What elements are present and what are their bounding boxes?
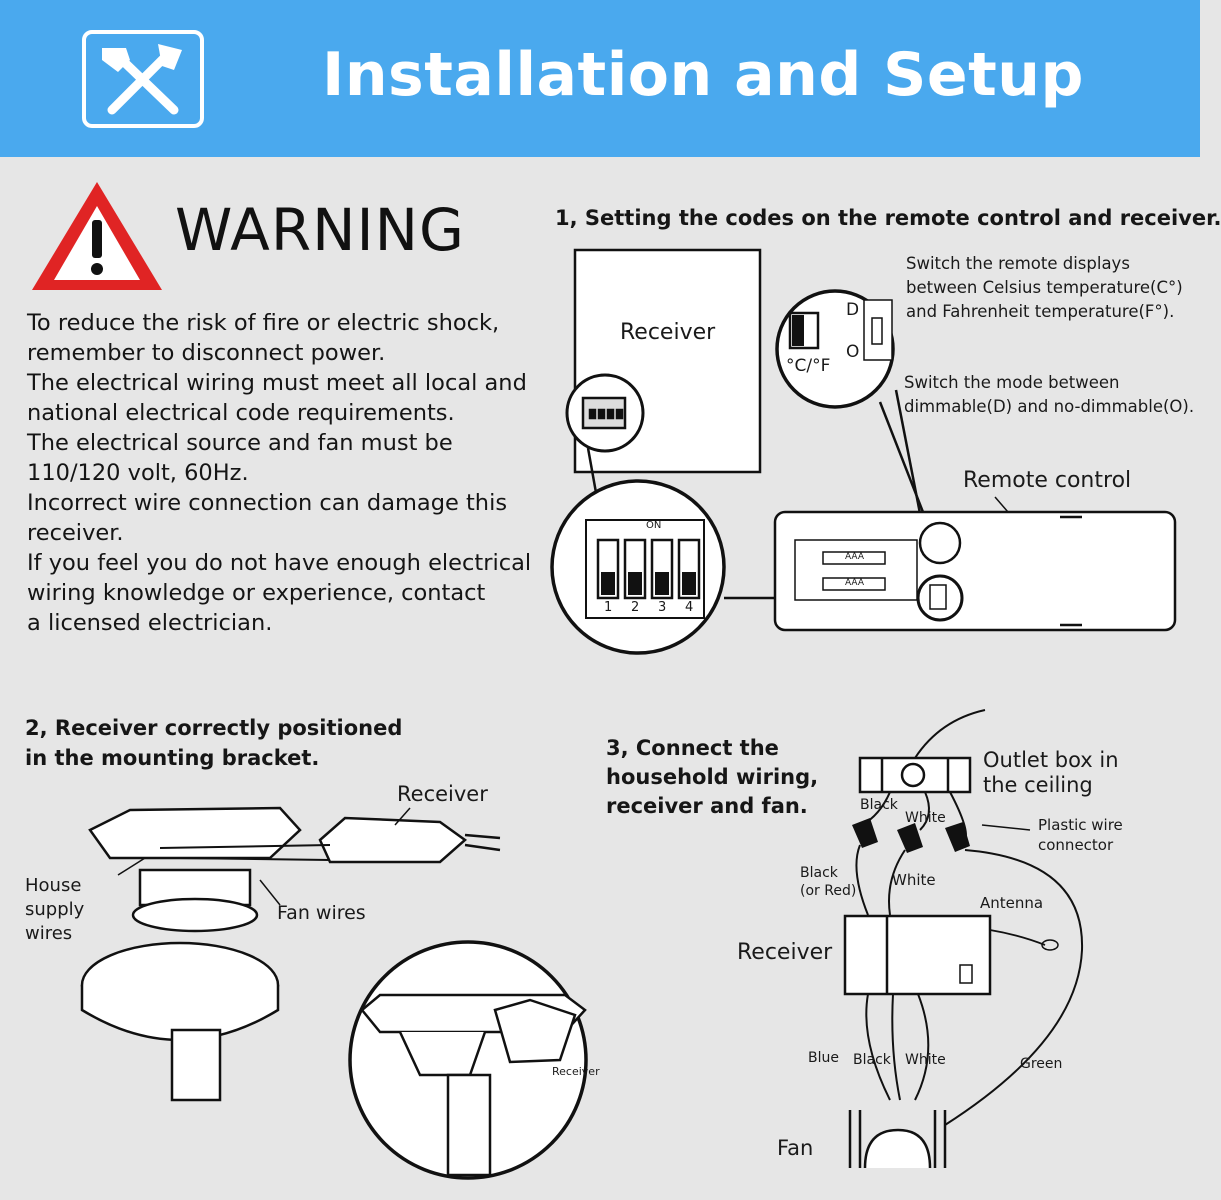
warning-line: remember to disconnect power. [27, 340, 386, 366]
fan-wires-label: Fan wires [277, 902, 366, 924]
warning-text: To reduce the risk of fire or electric s… [27, 308, 537, 638]
outlet-box [858, 756, 972, 794]
warning-line: receiver. [27, 520, 124, 546]
blue-label: Blue [808, 1050, 839, 1066]
warning-line: 110/120 volt, 60Hz. [27, 460, 249, 486]
dip-number: 4 [685, 600, 694, 615]
house-wires-label: House supply wires [25, 874, 84, 946]
temp-switch-note: Switch the remote displays between Celsi… [906, 252, 1183, 324]
title-line: in the mounting bracket. [25, 746, 320, 770]
dip-switch-zoom [550, 479, 726, 655]
remote-control-label: Remote control [963, 468, 1132, 493]
bracket-receiver-label: Receiver [397, 782, 488, 806]
header-banner: Installation and Setup [0, 0, 1200, 157]
warning-triangle-icon [32, 182, 162, 290]
switch-d-label: D [846, 300, 860, 320]
battery-label: AAA [845, 552, 864, 562]
bracket-zoom-circle [348, 940, 588, 1180]
label-line: connector [1038, 836, 1114, 854]
warning-title: WARNING [175, 196, 465, 264]
wire-connectors [852, 818, 970, 853]
step1-title: 1, Setting the codes on the remote contr… [555, 206, 1221, 230]
warning-line: The electrical source and fan must be [27, 430, 453, 456]
step3-title: 3, Connect the household wiring, receive… [606, 734, 818, 821]
switch-zoom [775, 289, 895, 409]
black-bottom-label: Black [853, 1052, 891, 1068]
label-line: Plastic wire [1038, 816, 1123, 834]
receiver-step3-label: Receiver [737, 940, 833, 965]
black-red-label: Black (or Red) [800, 864, 856, 900]
label-line: wires [25, 923, 73, 944]
label-line: House [25, 875, 82, 896]
title-line: 3, Connect the [606, 736, 779, 760]
title-line: receiver and fan. [606, 794, 808, 818]
fan-housing [848, 1110, 947, 1169]
warning-line: national electrical code requirements. [27, 400, 455, 426]
dip-number: 3 [658, 600, 667, 615]
step2-title: 2, Receiver correctly positioned in the … [25, 713, 402, 773]
label-line: Black [800, 865, 838, 881]
note-line: and Fahrenheit temperature(F°). [906, 302, 1175, 321]
battery-label: AAA [845, 578, 864, 588]
label-line: Outlet box in [983, 748, 1119, 772]
warning-line: To reduce the risk of fire or electric s… [27, 310, 500, 336]
switch-o-label: O [846, 342, 860, 362]
dip-number: 2 [631, 600, 640, 615]
white-top-label: White [905, 810, 946, 826]
label-line: the ceiling [983, 773, 1093, 797]
fan-label: Fan [777, 1136, 814, 1160]
label-line: (or Red) [800, 883, 857, 899]
page-title: Installation and Setup [322, 40, 1084, 110]
note-line: between Celsius temperature(C°) [906, 278, 1183, 297]
warning-line: The electrical wiring must meet all loca… [27, 370, 527, 396]
tools-icon [82, 30, 204, 128]
warning-line: If you feel you do not have enough elect… [27, 550, 532, 576]
green-label: Green [1020, 1056, 1063, 1072]
label-line: supply [25, 899, 85, 920]
receiver-label: Receiver [620, 320, 716, 345]
title-line: household wiring, [606, 765, 819, 789]
receiver-box-step3 [843, 914, 992, 996]
receiver-dip-zoom-small [565, 373, 645, 453]
dip-number: 1 [604, 600, 613, 615]
mode-switch-note: Switch the mode between dimmable(D) and … [904, 371, 1194, 419]
receiver-in-bracket [318, 816, 501, 864]
warning-line: a licensed electrician. [27, 610, 273, 636]
antenna-label: Antenna [980, 894, 1044, 912]
dip-on-label: ON [646, 520, 662, 531]
white-bottom-label: White [905, 1052, 946, 1068]
warning-line: Incorrect wire connection can damage thi… [27, 490, 508, 516]
mounting-bracket [80, 806, 302, 1102]
plastic-connector-label: Plastic wire connector [1038, 815, 1123, 855]
note-line: Switch the mode between [904, 373, 1120, 392]
remote-control [773, 510, 1177, 632]
outlet-box-label: Outlet box in the ceiling [983, 748, 1119, 798]
title-line: 2, Receiver correctly positioned [25, 716, 403, 740]
switch-cf-label: °C/°F [786, 356, 831, 376]
note-line: dimmable(D) and no-dimmable(O). [904, 397, 1195, 416]
warning-line: wiring knowledge or experience, contact [27, 580, 486, 606]
zoom-receiver-label: Receiver [552, 1065, 600, 1078]
note-line: Switch the remote displays [906, 254, 1130, 273]
white-mid-label: White [892, 871, 936, 889]
black-top-label: Black [860, 797, 898, 813]
